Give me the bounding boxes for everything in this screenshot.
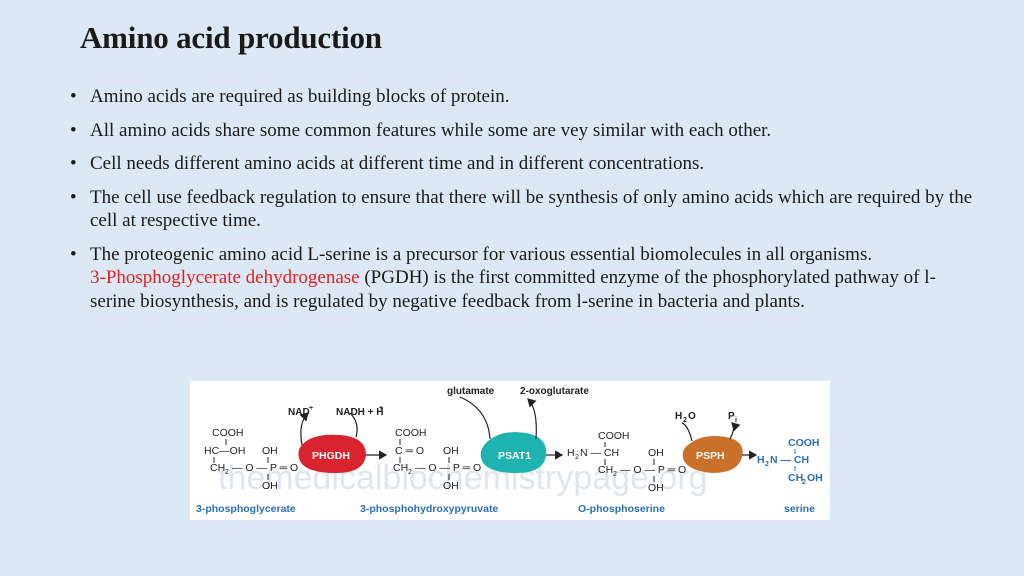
svg-text:C ═ O: C ═ O	[395, 445, 424, 457]
cofactor-nad-charge: +	[309, 405, 313, 412]
structure-serine: COOH H 2 N — CH CH 2 OH	[757, 437, 823, 486]
bullet-item: The cell use feedback regulation to ensu…	[70, 186, 980, 233]
svg-text:N — CH: N — CH	[580, 447, 619, 459]
svg-text:PSPH: PSPH	[696, 450, 725, 462]
bullet-item: Amino acids are required as building blo…	[70, 85, 980, 109]
svg-text:— O — P ═ O: — O — P ═ O	[232, 462, 298, 474]
structure-o-phosphoserine: COOH H 2 N — CH OH CH 2 — O — P ═ O OH	[567, 430, 686, 494]
highlighted-enzyme-name: 3-Phosphoglycerate dehydrogenase	[90, 267, 360, 288]
curved-arrow-oxoglutarate	[527, 398, 537, 440]
bullet-item: The proteogenic amino acid L-serine is a…	[70, 243, 980, 314]
svg-text:PSAT1: PSAT1	[498, 450, 531, 462]
enzyme-psph: PSPH	[682, 436, 743, 473]
svg-text:OH: OH	[443, 445, 459, 457]
label-3-phosphoglycerate: 3-phosphoglycerate	[196, 503, 296, 515]
cofactor-nadh-charge: +	[379, 405, 383, 412]
svg-text:OH: OH	[648, 482, 664, 494]
svg-text:OH: OH	[262, 480, 278, 492]
svg-text:2: 2	[575, 454, 579, 461]
svg-text:HC—OH: HC—OH	[204, 445, 245, 457]
svg-text:COOH: COOH	[395, 427, 427, 439]
curved-arrow-nadh	[349, 412, 358, 438]
svg-text:2: 2	[802, 479, 806, 486]
svg-text:COOH: COOH	[212, 427, 244, 439]
svg-text:CH: CH	[598, 464, 613, 476]
bullet-text: The proteogenic amino acid L-serine is a…	[90, 243, 873, 265]
label-serine: serine	[784, 503, 815, 515]
cofactor-nadh: NADH + H	[336, 407, 384, 418]
cofactor-glutamate: glutamate	[447, 386, 495, 397]
cofactor-oxoglutarate: 2-oxoglutarate	[520, 386, 589, 397]
bullet-text: (PGDH) is the first committed enzyme of …	[90, 267, 936, 312]
svg-text:2: 2	[765, 461, 769, 468]
svg-text:COOH: COOH	[598, 430, 630, 442]
svg-text:PHGDH: PHGDH	[312, 450, 350, 462]
cofactor-pi-sub: i	[735, 417, 737, 424]
cofactor-pi: P	[728, 411, 735, 422]
svg-text:CH: CH	[393, 462, 408, 474]
svg-text:OH: OH	[443, 480, 459, 492]
structure-3-phosphoglycerate: COOH HC—OH OH CH 2 — O — P ═ O OH	[204, 427, 298, 492]
svg-text:COOH: COOH	[788, 437, 820, 449]
cofactor-nad: NAD	[288, 407, 310, 418]
svg-text:H: H	[567, 447, 575, 459]
cofactor-water-o: O	[688, 411, 696, 422]
curved-arrow-nad	[299, 412, 309, 446]
slide-title: Amino acid production	[80, 20, 382, 55]
bullet-list: Amino acids are required as building blo…	[70, 85, 980, 323]
curved-arrow-pi	[729, 422, 741, 440]
enzyme-phgdh: PHGDH	[298, 434, 366, 473]
svg-text:— O — P ═ O: — O — P ═ O	[620, 464, 686, 476]
svg-text:N — CH: N — CH	[770, 454, 809, 466]
label-o-phosphoserine: O-phosphoserine	[578, 503, 665, 515]
curved-arrow-water	[681, 422, 693, 442]
watermark-text: themedicalbiochemistrypage.org	[218, 459, 707, 497]
svg-text:CH: CH	[210, 462, 225, 474]
cofactor-water: H	[675, 411, 682, 422]
svg-text:OH: OH	[262, 445, 278, 457]
svg-text:— O — P ═ O: — O — P ═ O	[415, 462, 481, 474]
svg-text:OH: OH	[807, 472, 823, 484]
svg-text:2: 2	[225, 469, 229, 476]
structure-3-phosphohydroxypyruvate: COOH C ═ O OH CH 2 — O — P ═ O OH	[393, 427, 481, 492]
svg-text:H: H	[757, 454, 765, 466]
enzyme-psat1: PSAT1	[480, 432, 547, 473]
svg-text:2: 2	[408, 469, 412, 476]
cofactor-water-sub: 2	[683, 417, 687, 424]
pathway-diagram: themedicalbiochemistrypage.org COOH HC—O…	[196, 386, 823, 515]
bullet-item: Cell needs different amino acids at diff…	[70, 152, 980, 176]
svg-text:CH: CH	[788, 472, 803, 484]
curved-arrow-glutamate	[459, 396, 491, 440]
svg-text:2: 2	[613, 471, 617, 478]
label-3-phosphohydroxypyruvate: 3-phosphohydroxypyruvate	[360, 503, 498, 515]
bullet-item: All amino acids share some common featur…	[70, 119, 980, 143]
serine-pathway-figure: themedicalbiochemistrypage.org COOH HC—O…	[190, 381, 830, 520]
svg-text:OH: OH	[648, 447, 664, 459]
